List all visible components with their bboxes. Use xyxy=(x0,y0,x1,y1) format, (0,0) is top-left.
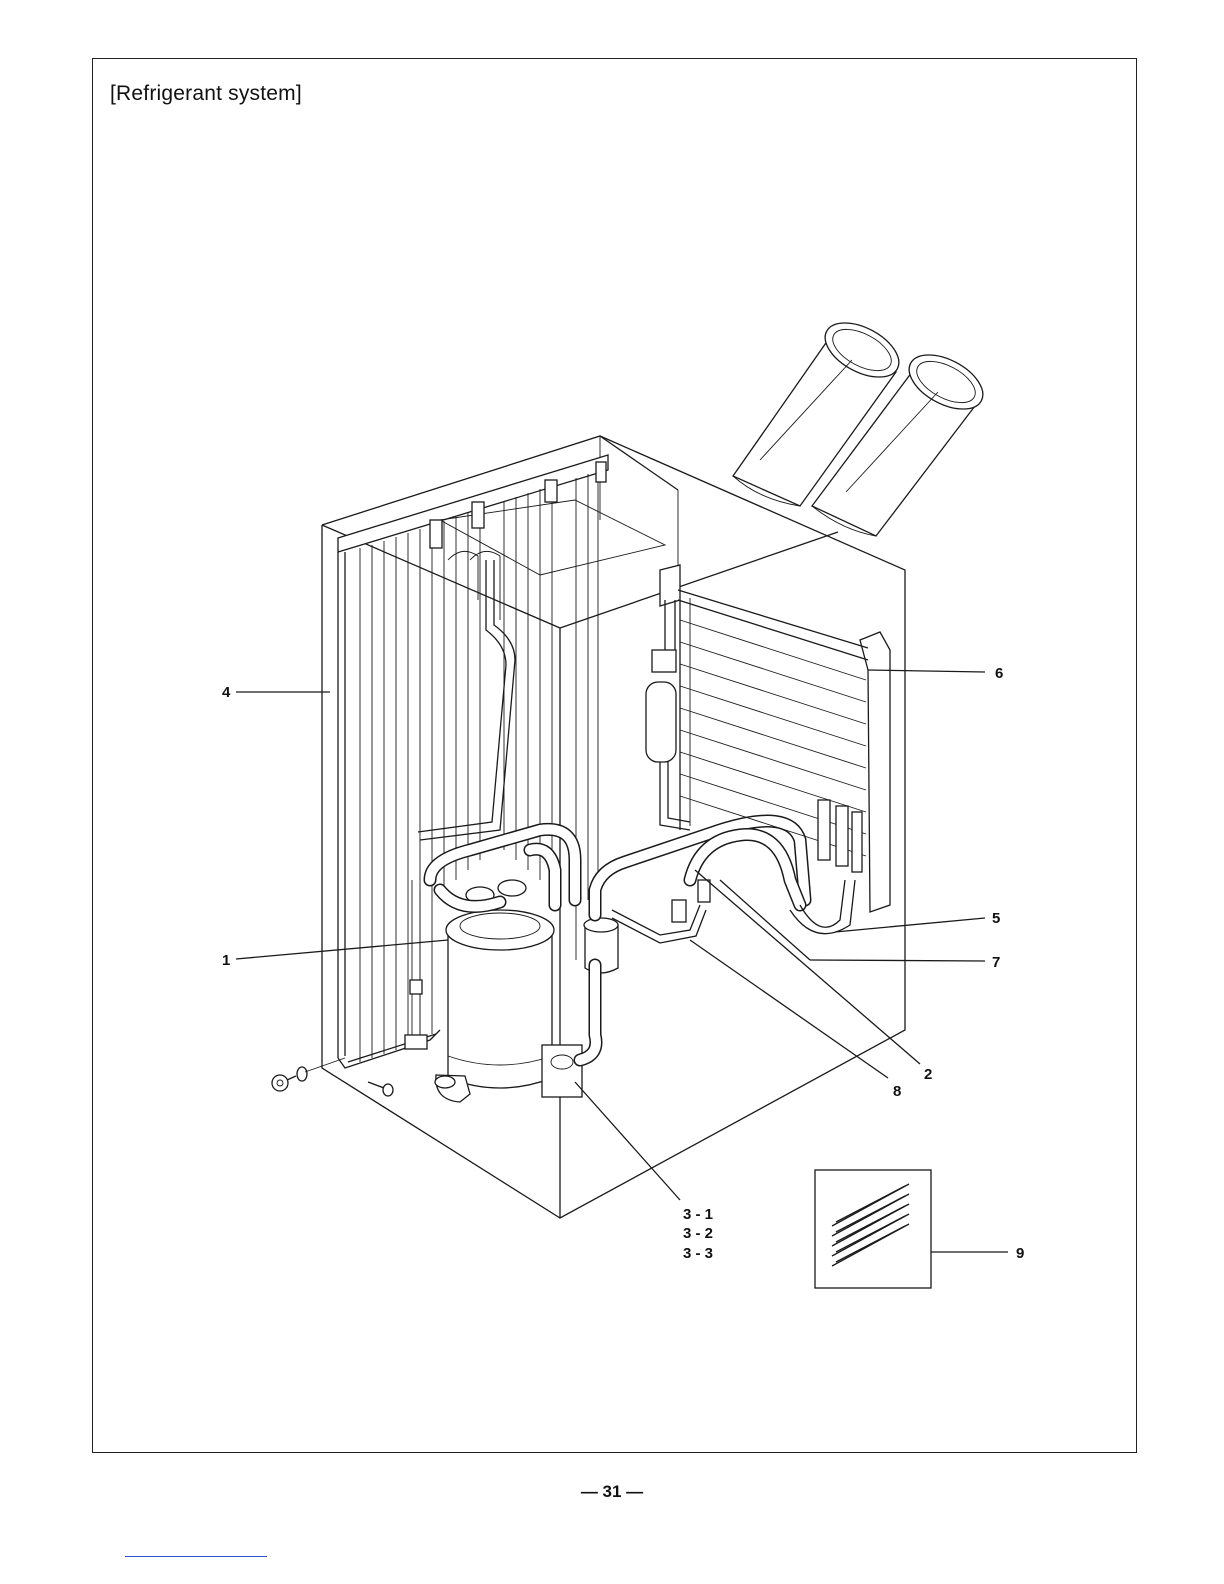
mounting-screws xyxy=(272,1058,393,1096)
callout-4: 4 xyxy=(222,684,231,701)
callout-3-3: 3 - 3 xyxy=(683,1245,713,1262)
callout-9: 9 xyxy=(1016,1245,1024,1262)
callout-3-2: 3 - 2 xyxy=(683,1225,713,1242)
leader-lines xyxy=(236,670,1008,1252)
callout-5: 5 xyxy=(992,910,1000,927)
page-number: — 31 — xyxy=(0,1482,1224,1502)
exhaust-duct-hoses xyxy=(733,312,992,536)
callout-labels: 4 1 6 5 7 2 8 3 - 1 3 - 2 3 - 3 9 xyxy=(222,665,1024,1262)
footer-rule xyxy=(125,1556,267,1557)
callout-8: 8 xyxy=(893,1083,901,1100)
item-9-inset xyxy=(815,1170,931,1288)
callout-6: 6 xyxy=(995,665,1003,682)
callout-2: 2 xyxy=(924,1066,932,1083)
receiver-drier xyxy=(646,600,690,830)
callout-1: 1 xyxy=(222,952,230,969)
callout-7: 7 xyxy=(992,954,1000,971)
callout-3-1: 3 - 1 xyxy=(683,1206,713,1223)
